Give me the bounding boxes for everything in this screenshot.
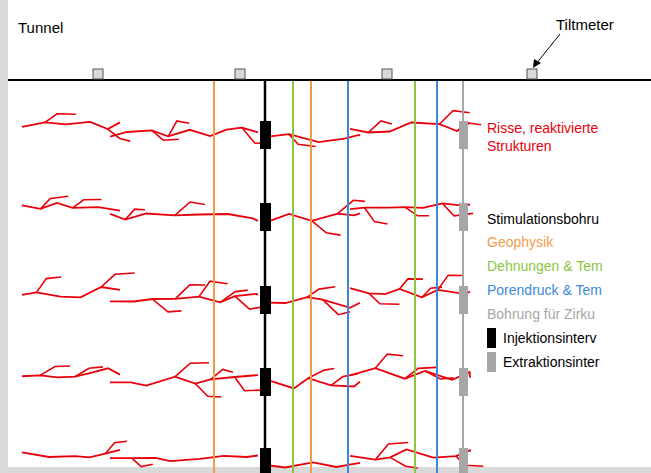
fracture-branch: [152, 299, 181, 312]
borehole-line: [310, 81, 312, 473]
fracture-line: [110, 456, 258, 462]
fracture-branch: [375, 354, 403, 368]
fracture-line: [110, 375, 258, 386]
fracture-branch: [312, 221, 341, 235]
injection-interval: [260, 448, 271, 473]
fracture-line: [268, 297, 360, 308]
injection-interval: [260, 286, 271, 314]
fracture-branch: [101, 273, 135, 287]
fracture-line: [350, 123, 470, 133]
tiltmeter-symbol: [527, 69, 537, 79]
extraction-interval: [459, 448, 468, 473]
tunnel-label: Tunnel: [18, 19, 63, 37]
fracture-branch: [195, 384, 221, 398]
fracture-branch: [175, 202, 205, 215]
fracture-line: [22, 287, 120, 297]
legend-text: Bohrung für Zirku: [487, 305, 595, 323]
fracture-branch: [400, 279, 423, 289]
fracture-line: [22, 203, 120, 211]
fracture-branch: [175, 363, 209, 377]
fracture-line: [350, 288, 470, 297]
fracture-line: [268, 134, 360, 142]
fracture-branch: [235, 377, 261, 391]
legend-text: Stimulationsbohru: [487, 210, 599, 228]
extraction-interval: [459, 121, 468, 149]
injection-interval: [260, 121, 271, 149]
tunnel-line: [8, 79, 651, 81]
fracture-branch: [338, 200, 365, 213]
extraction-interval: [459, 203, 468, 231]
fracture-branch: [308, 369, 334, 379]
fracture-line: [268, 213, 360, 221]
fracture-line: [268, 462, 360, 467]
fracture-line: [350, 368, 470, 380]
extraction-interval: [459, 368, 468, 396]
fracture-branch: [105, 441, 127, 453]
fracture-line: [110, 128, 258, 137]
fracture-branch: [365, 208, 388, 224]
fracture-line: [110, 294, 258, 303]
extraction-interval: [459, 286, 468, 314]
arrow-head: [533, 59, 541, 68]
fracture-line: [350, 449, 470, 459]
borehole-lines: [214, 81, 468, 473]
fracture-branch: [40, 366, 70, 375]
fracture-branch: [132, 458, 153, 467]
injection-interval: [260, 368, 271, 396]
fracture-line: [350, 203, 470, 209]
tiltmeter-label: Tiltmeter: [556, 16, 614, 34]
fracture-branch: [45, 114, 76, 123]
legend-text: Porendruck & Tem: [487, 281, 602, 299]
fracture-branch: [390, 457, 418, 468]
tiltmeter-symbol: [382, 69, 392, 79]
leader-line: [536, 34, 560, 64]
legend-text: Risse, reaktivierte Strukturen: [487, 119, 647, 155]
borehole-line: [436, 81, 438, 473]
legend-text: Injektionsinterv: [503, 329, 596, 347]
legend-swatch: [487, 352, 496, 372]
fracture-line: [22, 122, 120, 129]
fracture-branch: [37, 277, 62, 292]
legend-text: Dehnungen & Tem: [487, 257, 603, 275]
fracture-line: [110, 214, 258, 221]
fracture-line: [268, 378, 360, 388]
fracture-line: [22, 450, 120, 458]
borehole-line: [292, 81, 294, 473]
legend-text: Extraktionsinter: [503, 353, 599, 371]
fracture-line: [22, 368, 120, 377]
injection-interval: [260, 203, 271, 231]
borehole-line: [213, 81, 215, 473]
borehole-line: [414, 81, 416, 473]
legend-text: Geophysik: [487, 233, 553, 251]
tiltmeter-symbols: [93, 69, 537, 79]
borehole-line: [347, 81, 349, 473]
tiltmeter-symbol: [235, 69, 245, 79]
legend-swatch: [487, 328, 496, 348]
tiltmeter-symbol: [93, 69, 103, 79]
fracture-branch: [331, 374, 358, 386]
